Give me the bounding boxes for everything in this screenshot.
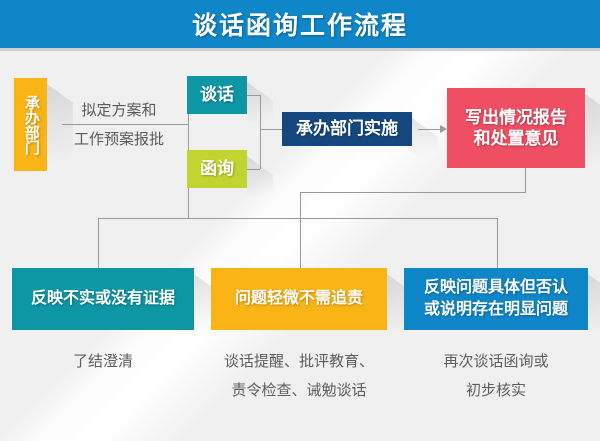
caption-outcome-2-line2: 责令检查、诫勉谈话 [231,381,367,399]
node-branch-talk[interactable]: 谈话 [187,76,247,114]
connector-distribution-bar [98,218,498,219]
connector-implement-to-report [418,129,442,130]
node-outcome-2[interactable]: 问题轻微不需追责 [211,268,387,330]
connector-branch-down-left [98,218,99,268]
node-report[interactable]: 写出情况报告 和处置意见 [447,88,585,168]
node-outcome-1[interactable]: 反映不实或没有证据 [12,268,194,330]
node-implement[interactable]: 承办部门实施 [282,112,412,146]
caption-outcome-3-line2: 初步核实 [465,381,526,399]
connector-branch-down-middle [300,218,301,268]
connector-right-bracket-vertical [260,95,261,169]
step-plan-line2: 工作预案报批 [73,131,164,148]
connector-spine-vertical [300,192,301,218]
node-start-department[interactable]: 承办部门 [14,78,47,171]
connector-report-to-spine [300,192,526,193]
header-underline [0,48,600,51]
connector-step-to-bracket [176,124,188,125]
header-bar: 谈话函询工作流程 [0,0,600,48]
step-plan-line1: 拟定方案和 [81,102,157,119]
node-outcome-3-line2: 或说明存在明显问题 [423,301,568,318]
node-branch-letter[interactable]: 函询 [187,150,247,188]
connector-branch-down-right [497,218,498,268]
node-report-line1: 写出情况报告 [465,107,567,127]
connector-bracket-to-implement [260,129,282,130]
step-plan-text: 拟定方案和 工作预案报批 [60,88,178,162]
page-title: 谈话函询工作流程 [191,11,408,40]
caption-outcome-2-line1: 谈话提醒、批评教育、 [223,353,374,370]
node-report-line2: 和处置意见 [473,129,559,148]
caption-outcome-1-line1: 了结澄清 [72,353,133,370]
node-outcome-3-line1: 反映问题具体但否认 [423,279,568,297]
step-plan-divider [62,124,176,125]
caption-outcome-3-line1: 再次谈话函询或 [443,353,549,370]
caption-outcome-1: 了结澄清 [12,348,194,377]
connector-letter-to-bracket [247,169,260,170]
connector-report-down [525,168,526,192]
node-outcome-3[interactable]: 反映问题具体但否认 或说明存在明显问题 [404,268,588,330]
caption-outcome-2: 谈话提醒、批评教育、 责令检查、诫勉谈话 [205,348,393,405]
connector-talk-to-bracket [247,95,260,96]
arrow-right-icon [440,125,447,133]
caption-outcome-3: 再次谈话函询或 初步核实 [404,348,588,405]
